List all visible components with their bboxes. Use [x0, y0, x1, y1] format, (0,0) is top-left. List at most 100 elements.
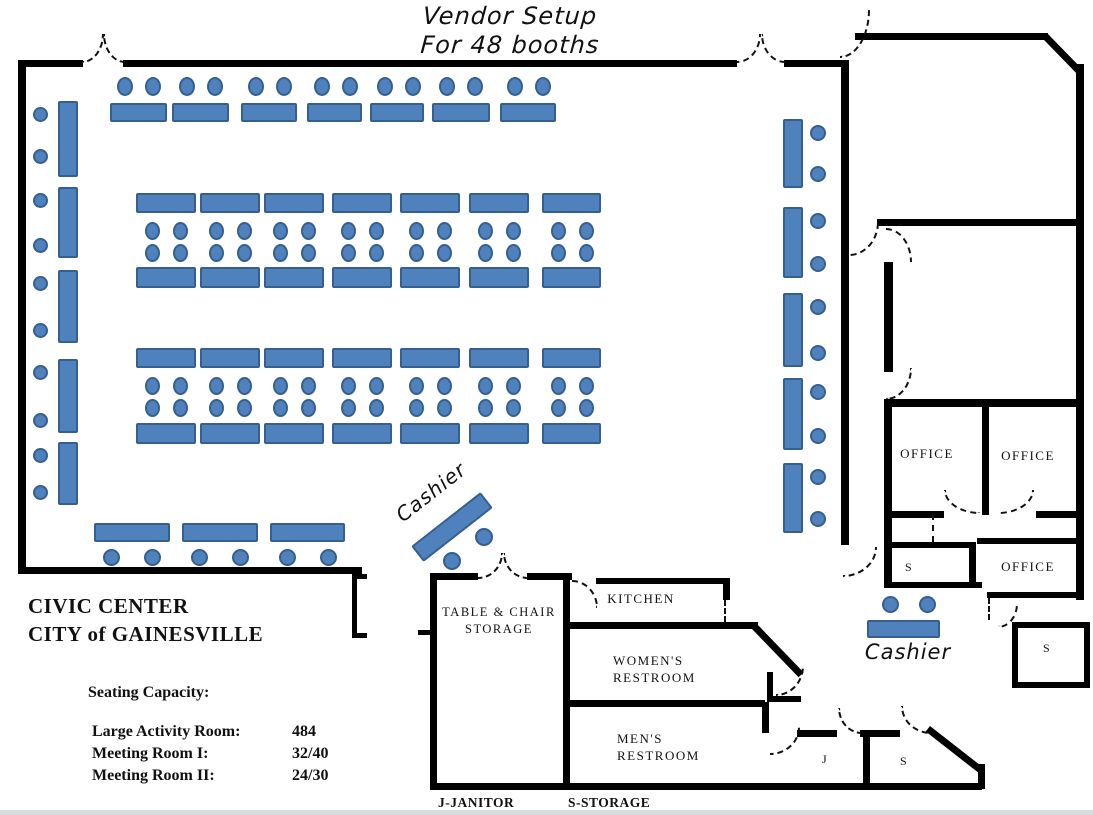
table: [136, 193, 196, 213]
chair: [436, 399, 452, 417]
seating-room-capacity: 24/30: [292, 767, 329, 784]
chair: [477, 377, 493, 395]
table: [270, 523, 345, 542]
wall: [18, 567, 362, 574]
wall: [352, 574, 357, 638]
table: [200, 348, 260, 368]
wall: [860, 730, 900, 737]
chair: [300, 377, 316, 395]
chair: [443, 552, 461, 570]
door-swing: [886, 228, 912, 262]
table: [241, 103, 297, 122]
chair: [143, 548, 161, 566]
wall: [884, 399, 1084, 407]
door-swing: [737, 34, 761, 63]
wall: [969, 542, 976, 588]
door-swing: [724, 600, 738, 622]
wall: [565, 622, 758, 629]
wall: [884, 582, 982, 588]
wall: [563, 578, 570, 790]
chair: [368, 399, 384, 417]
cashier-label-right: Cashier: [864, 640, 952, 664]
table: [542, 423, 601, 444]
chair: [477, 399, 493, 417]
chair: [144, 222, 160, 240]
chair: [179, 76, 195, 96]
chair: [172, 377, 188, 395]
door-swing: [82, 34, 104, 63]
chair: [810, 256, 826, 272]
storage-label-line1: TABLE & CHAIR: [442, 605, 556, 619]
table: [58, 101, 78, 177]
chair: [32, 148, 48, 164]
wall: [1012, 622, 1018, 682]
chair: [810, 511, 826, 527]
chair: [117, 76, 133, 96]
table: [332, 267, 392, 288]
mens-label-line2: RESTROOM: [617, 748, 700, 763]
table: [307, 103, 362, 122]
chair: [145, 76, 161, 96]
table: [783, 378, 803, 450]
chair: [578, 222, 594, 240]
table: [136, 348, 196, 368]
chair: [578, 399, 594, 417]
chair: [32, 412, 48, 428]
chair: [172, 244, 188, 262]
door-swing: [998, 490, 1034, 514]
chair: [208, 399, 224, 417]
door-swing: [840, 10, 870, 58]
chair: [32, 192, 48, 208]
table: [200, 267, 260, 288]
plan-title-line2: For 48 booths: [419, 31, 601, 59]
room-label-office-3: OFFICE: [1001, 559, 1055, 574]
wall: [723, 578, 730, 600]
table: [370, 103, 424, 122]
table: [469, 267, 529, 288]
table: [542, 193, 601, 213]
chair: [578, 244, 594, 262]
chair: [408, 244, 424, 262]
table: [400, 423, 460, 444]
wall: [784, 60, 849, 67]
chair: [477, 222, 493, 240]
table: [172, 103, 229, 122]
chair: [550, 377, 566, 395]
door-swing: [849, 222, 879, 256]
table: [264, 423, 324, 444]
chair: [436, 377, 452, 395]
chair: [144, 244, 160, 262]
wall: [987, 592, 1076, 598]
chair: [810, 469, 826, 485]
chair: [578, 377, 594, 395]
chair: [342, 76, 358, 96]
table: [400, 267, 460, 288]
chair: [319, 548, 337, 566]
wall: [1036, 511, 1084, 518]
wall: [884, 542, 976, 548]
table: [58, 270, 78, 343]
table: [432, 103, 490, 122]
chair: [231, 548, 249, 566]
chair: [408, 377, 424, 395]
wall: [762, 702, 769, 733]
table: [200, 423, 260, 444]
chair: [477, 244, 493, 262]
wall: [884, 399, 892, 588]
table: [182, 523, 258, 542]
wall: [884, 511, 944, 518]
door-swing: [776, 666, 804, 696]
wall: [1012, 682, 1090, 688]
chair: [810, 384, 826, 400]
door-swing: [478, 553, 503, 579]
table: [400, 193, 460, 213]
room-label-kitchen: KITCHEN: [607, 591, 675, 606]
table: [94, 523, 170, 542]
chair: [340, 399, 356, 417]
table: [332, 193, 392, 213]
table: [542, 267, 601, 288]
room-label-j-janitor: J: [822, 752, 827, 766]
seating-room-name: Meeting Room I:: [92, 745, 209, 762]
chair: [505, 244, 521, 262]
chair: [32, 237, 48, 253]
